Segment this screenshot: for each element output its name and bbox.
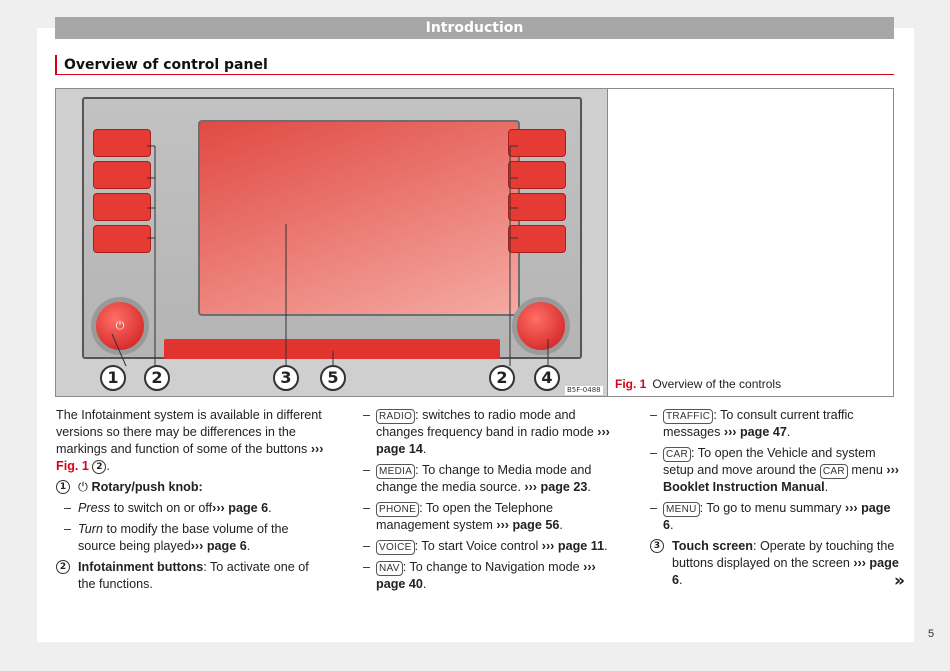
- item-title: Infotainment buttons: [78, 560, 204, 574]
- list-item-menu: MENU: To go to menu summary ››› page 6.: [650, 500, 900, 534]
- control-panel-illustration: ⏻ 1 2 3 5 2 4: [56, 89, 608, 396]
- list-item-phone: PHONE: To open the Telephone management …: [363, 500, 613, 534]
- list-item-traffic: TRAFFIC: To consult current traffic mess…: [650, 407, 900, 441]
- header-bar: Introduction: [55, 17, 894, 39]
- callout-2-right: 2: [489, 365, 515, 391]
- callout-4: 4: [534, 365, 560, 391]
- radio-key-icon: RADIO: [376, 409, 416, 424]
- page-reference-link[interactable]: ››› page 56: [496, 518, 560, 532]
- power-icon: ⏻: [78, 480, 88, 494]
- phone-key-icon: PHONE: [376, 502, 420, 517]
- callout-3: 3: [273, 365, 299, 391]
- touch-screen-item: 3 Touch screen: Operate by touching the …: [650, 538, 900, 589]
- infotainment-button: [93, 161, 151, 189]
- rotary-knob-press: Press to switch on or off››› page 6.: [56, 500, 326, 517]
- leader-line-1: [111, 333, 127, 367]
- text-column-3: TRAFFIC: To consult current traffic mess…: [650, 407, 900, 593]
- page-reference-link[interactable]: ››› page 40: [376, 560, 596, 591]
- list-item-nav: NAV: To change to Navigation mode ››› pa…: [363, 559, 613, 593]
- callout-2-left: 2: [144, 365, 170, 391]
- page-reference-link[interactable]: ››› page 47: [723, 425, 787, 439]
- infotainment-button: [508, 129, 566, 157]
- text-column-1: The Infotainment system is available in …: [56, 407, 326, 597]
- page-number: 5: [928, 628, 935, 640]
- section-title: Overview of control panel: [55, 55, 894, 75]
- page-reference-link[interactable]: ››› page 14: [376, 425, 610, 456]
- inline-callout-number: 2: [92, 460, 107, 474]
- infotainment-button: [93, 225, 151, 253]
- list-item-voice: VOICE: To start Voice control ››› page 1…: [363, 538, 613, 555]
- page-reference-link[interactable]: ››› page 23: [524, 480, 588, 494]
- left-button-column: [93, 129, 151, 257]
- item-number: 2: [56, 560, 70, 574]
- page-reference-link[interactable]: ››› page 6: [672, 556, 899, 587]
- infotainment-button: [508, 161, 566, 189]
- page-reference-link[interactable]: ››› page 6: [190, 539, 247, 553]
- rotary-knob: [512, 297, 570, 355]
- page-reference-link[interactable]: ››› page 6: [212, 501, 269, 515]
- callout-5: 5: [320, 365, 346, 391]
- bottom-button-strip: [164, 339, 500, 359]
- list-item-radio: RADIO: switches to radio mode and change…: [363, 407, 613, 458]
- figure-reference-link[interactable]: Fig. 1: [56, 459, 89, 473]
- item-title: Touch screen: [672, 539, 753, 553]
- figure-caption: Fig. 1 Overview of the controls: [615, 377, 781, 391]
- media-key-icon: MEDIA: [376, 464, 416, 479]
- image-code: B5F-0488: [565, 386, 603, 395]
- figure-caption-label: Fig. 1: [615, 377, 647, 391]
- callout-leaders: [111, 145, 549, 367]
- list-item-car: CAR: To open the Vehicle and system setu…: [650, 445, 900, 496]
- intro-paragraph: The Infotainment system is available in …: [56, 408, 324, 474]
- infotainment-buttons-item: 2 Infotainment buttons: To activate one …: [56, 559, 326, 593]
- traffic-key-icon: TRAFFIC: [663, 409, 714, 424]
- infotainment-button: [508, 193, 566, 221]
- continue-arrow-icon: »: [894, 571, 905, 591]
- infotainment-button: [508, 225, 566, 253]
- page-reference-link[interactable]: ››› page 6: [663, 501, 891, 532]
- nav-key-icon: NAV: [376, 561, 403, 576]
- car-key-icon: CAR: [819, 464, 848, 479]
- page-reference-link[interactable]: ››› page 11: [541, 539, 605, 553]
- item-number: 1: [56, 480, 70, 494]
- voice-key-icon: VOICE: [376, 540, 415, 555]
- infotainment-unit: ⏻: [82, 97, 582, 359]
- car-key-icon: CAR: [663, 447, 692, 462]
- right-button-column: [508, 129, 566, 257]
- infotainment-button: [93, 129, 151, 157]
- item-title: Rotary/push knob: [91, 480, 199, 494]
- touch-screen: [198, 120, 520, 316]
- rotary-knob-item: 1 ⏻ Rotary/push knob:: [56, 479, 326, 496]
- text-column-2: RADIO: switches to radio mode and change…: [363, 407, 613, 597]
- menu-key-icon: MENU: [663, 502, 700, 517]
- figure-caption-text: Overview of the controls: [652, 377, 782, 391]
- callout-1: 1: [100, 365, 126, 391]
- booklet-reference-link[interactable]: ››› Booklet Instruction Manual: [663, 463, 899, 494]
- list-item-media: MEDIA: To change to Media mode and chang…: [363, 462, 613, 496]
- infotainment-button: [93, 193, 151, 221]
- item-number: 3: [650, 539, 664, 553]
- rotary-knob-turn: Turn to modify the base volume of the so…: [56, 521, 326, 555]
